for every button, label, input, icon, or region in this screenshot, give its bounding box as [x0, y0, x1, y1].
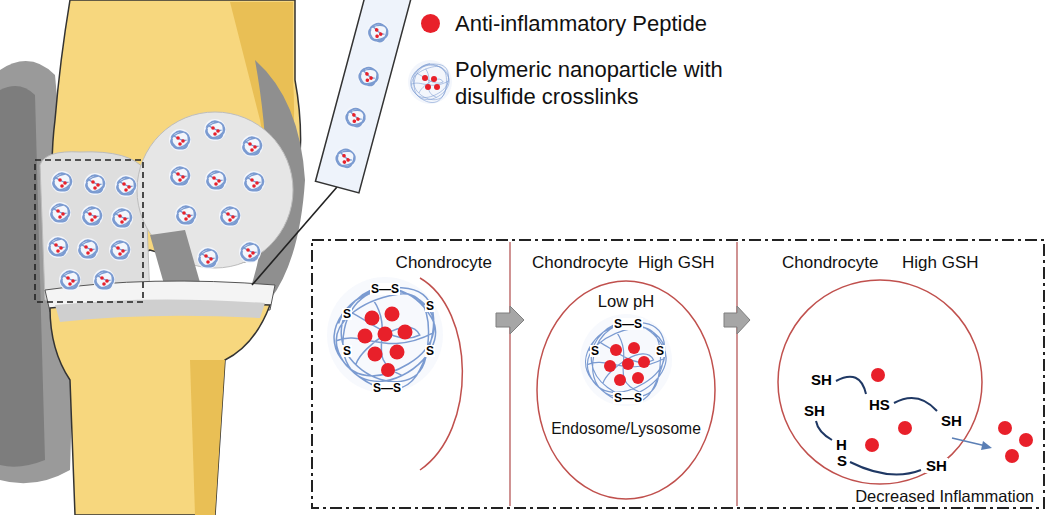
peptide-dots — [865, 368, 1033, 463]
panel-divider — [509, 242, 510, 506]
sulfur-label: S — [590, 345, 600, 357]
release-arrowhead — [981, 441, 992, 450]
syringe — [315, 0, 411, 193]
peptide-dots — [604, 342, 650, 386]
sulfur-label: S — [655, 345, 665, 357]
panel-divider — [736, 242, 737, 506]
panel-text: Decreased Inflammation — [855, 487, 1034, 506]
legend-nanoparticle-icon — [408, 60, 452, 104]
needle — [252, 187, 337, 285]
endosome-lysosome: Low pH Endosome/Lysosome — [536, 280, 716, 500]
step-arrow — [724, 306, 750, 334]
panel-text: Low pH — [536, 292, 716, 311]
zoom-frame — [312, 240, 1044, 508]
panel-text: High GSH — [638, 253, 715, 273]
endosome-outline — [536, 280, 716, 500]
step-arrow — [496, 306, 524, 334]
panel-text: High GSH — [902, 253, 979, 273]
sulfur-label: S—S — [613, 392, 643, 404]
stage-panel: Chondrocyte High GSH Low pH Endosome/Lysoso… — [526, 245, 722, 505]
nanoparticle — [327, 277, 443, 393]
nanoparticle — [580, 314, 672, 406]
meniscus — [55, 299, 265, 322]
sulfur-label: H — [835, 437, 848, 452]
peptide-dots — [358, 307, 413, 378]
sulfur-label: S — [425, 300, 435, 312]
sulfur-label: S—S — [372, 382, 402, 394]
zoom-box — [35, 160, 143, 302]
tibia — [50, 302, 270, 515]
sulfur-label: S—S — [613, 318, 643, 330]
stage-panel: Chondrocyte High GSH Decreased Inflammatio… — [752, 245, 1040, 505]
legend-text: Polymeric nanoparticle with disulfide cr… — [455, 56, 775, 110]
sulfur-label: SH — [940, 413, 963, 428]
sulfur-label: S — [342, 345, 352, 357]
tibia-shade — [190, 360, 225, 515]
endosome-outline-shape — [537, 281, 715, 499]
release-arrow — [952, 438, 986, 446]
polymer-chains — [816, 377, 937, 475]
panel-text: Chondrocyte — [396, 253, 492, 273]
panel-text: Endosome/Lysosome — [536, 420, 716, 438]
sulfur-label: S — [342, 308, 352, 320]
sulfur-label: SH — [810, 372, 833, 387]
stage-panel: Chondrocyte — [318, 245, 494, 505]
sulfur-label: HS — [868, 397, 891, 412]
legend-swatch — [421, 14, 440, 33]
sulfur-label: SH — [925, 458, 948, 473]
legend-text: Anti-inflammatory Peptide — [455, 10, 775, 37]
panel-text: Chondrocyte — [532, 253, 628, 273]
sulfur-label: S — [425, 345, 435, 357]
sulfur-label: S—S — [370, 283, 400, 295]
panel-text: Chondrocyte — [782, 253, 878, 273]
sulfur-label: SH — [803, 403, 826, 418]
ligament-shade — [0, 86, 45, 467]
sulfur-label: S — [836, 453, 848, 468]
cell-membrane — [778, 280, 982, 484]
